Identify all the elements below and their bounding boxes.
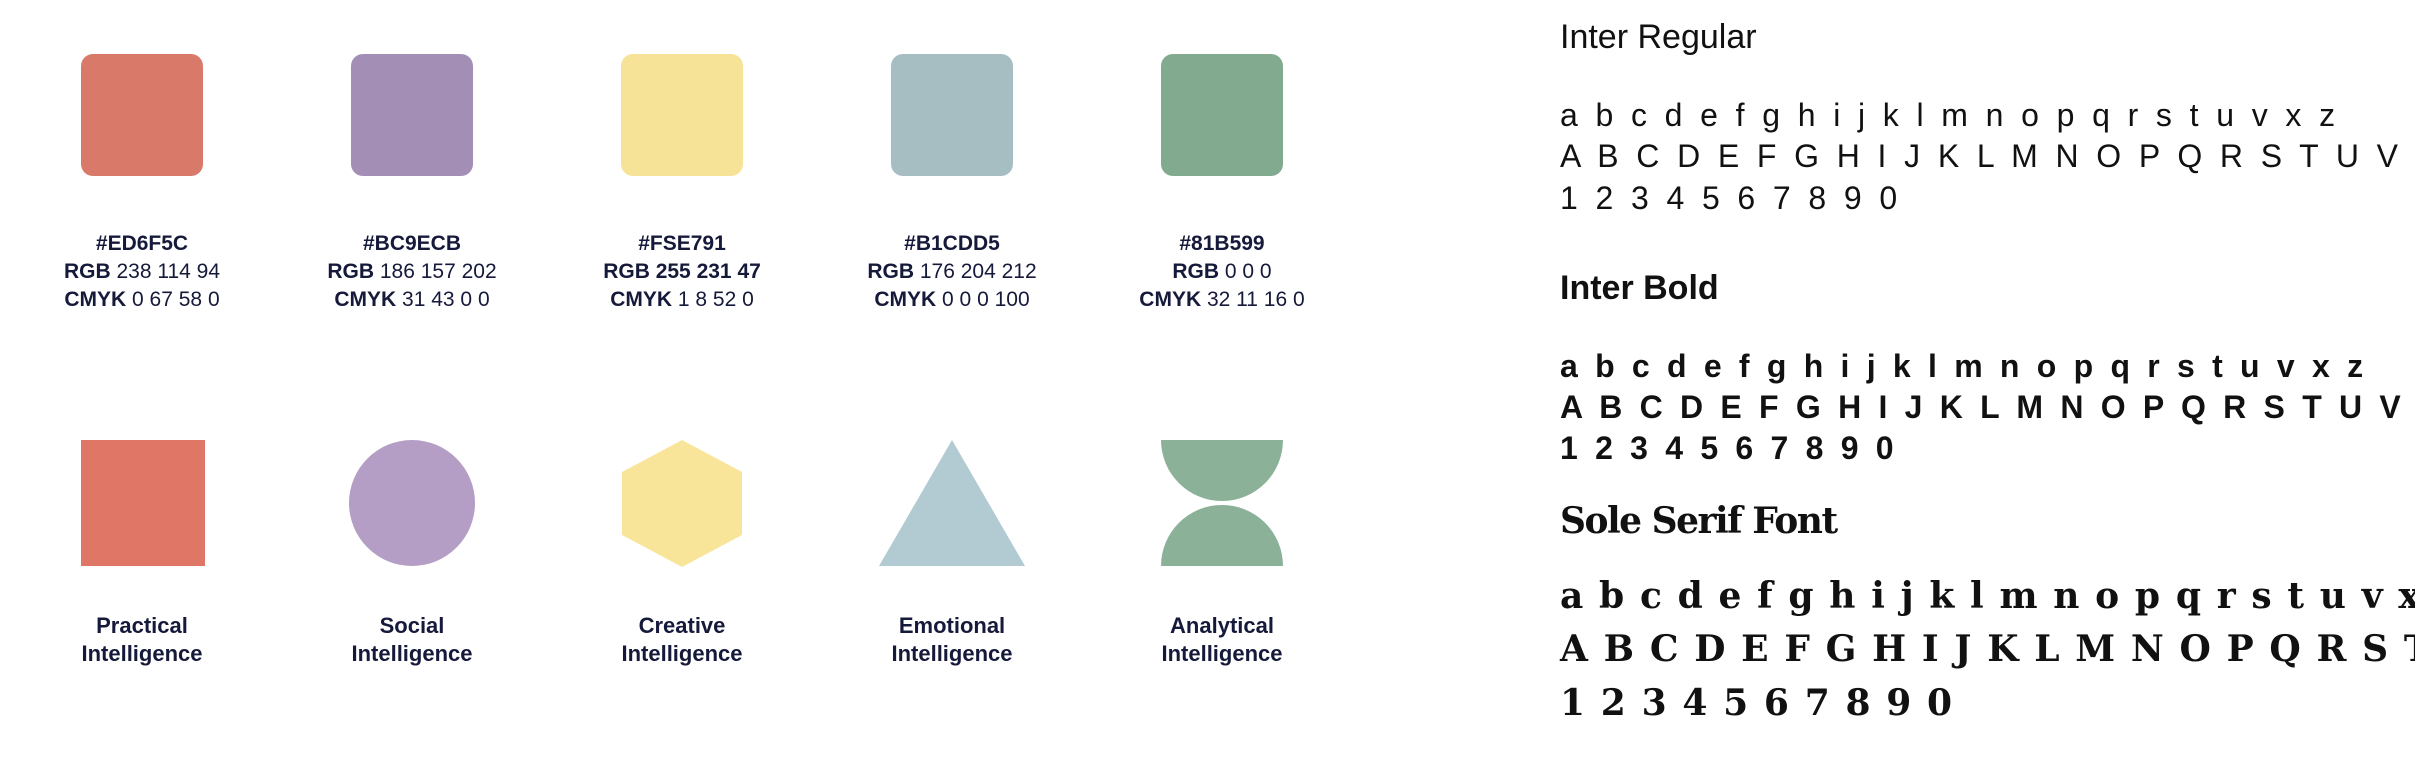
hex-code: #ED6F5C [95,232,189,255]
inter-bold-lowercase: a b c d e f g h i j k l m n o p q r s t … [1560,348,2368,384]
rgb-values: 186 157 202 [379,260,497,283]
cmyk-line: CMYK 0 0 0 100 [822,286,1082,314]
rgb-values: 0 0 0 [1224,260,1272,283]
cmyk-line: CMYK 0 67 58 0 [12,286,272,314]
intelligence-label-line1: Practical [96,613,188,638]
rgb-line: RGB 186 157 202 [282,258,542,286]
rgb-label: RGB [867,260,915,283]
inter-bold-digits: 1 2 3 4 5 6 7 8 9 0 [1560,430,1898,466]
intelligence-label-line2: Intelligence [1161,641,1283,666]
inter-regular-uppercase: A B C D E F G H I J K L M N O P Q R S T … [1560,138,2415,174]
rgb-values: 255 231 47 [655,260,761,283]
inter-bold-uppercase: A B C D E F G H I J K L M N O P Q R S T … [1560,389,2415,425]
rgb-line: RGB 238 114 94 [12,258,272,286]
color-swatch [81,54,203,176]
cmyk-label: CMYK [1139,288,1202,311]
square-path [81,440,205,566]
rgb-label: RGB [63,260,111,283]
color-swatch [891,54,1013,176]
cmyk-label: CMYK [334,288,397,311]
cmyk-values: 0 67 58 0 [132,288,220,311]
lower-semicircle [1161,505,1283,566]
inter-bold-title: Inter Bold [1560,269,1719,307]
color-swatch [621,54,743,176]
sole-serif-title: Sole Serif Font [1560,500,1838,542]
sole-serif-digits: 1 2 3 4 5 6 7 8 9 0 [1560,682,1954,724]
hex-code: #FSE791 [638,232,726,255]
intelligence-label-line1: Emotional [898,613,1006,638]
triangle-shape [879,440,1025,566]
sole-serif-lowercase: a b c d e f g h i j k l m n o p q r s t … [1560,575,2415,617]
color-swatch [351,54,473,176]
rgb-line: RGB 0 0 0 [1092,258,1352,286]
rgb-label: RGB [1172,260,1220,283]
intelligence-label-line2: Intelligence [351,641,473,666]
cmyk-values: 1 8 52 0 [677,288,754,311]
rgb-line: RGB 255 231 47 [552,258,812,286]
intelligence-label-line2: Intelligence [891,641,1013,666]
cmyk-line: CMYK 32 11 16 0 [1092,286,1352,314]
circle-path [349,440,475,566]
cmyk-values: 0 0 0 100 [942,288,1030,311]
rgb-values: 238 114 94 [116,260,221,283]
hexagon-path [622,440,742,567]
hex-code: #B1CDD5 [904,232,1000,255]
square-shape [81,440,205,566]
triangle-path [879,440,1025,566]
upper-semicircle [1161,440,1283,501]
rgb-label: RGB [327,260,375,283]
intelligence-label-line1: Analytical [1170,613,1274,638]
rgb-label: RGB [603,260,650,283]
intelligence-label-line2: Intelligence [81,641,203,666]
circle-shape [349,440,475,566]
inter-regular-title: Inter Regular [1560,18,1757,56]
hexagon-shape [622,440,742,567]
intelligence-label-line1: Creative [638,613,726,638]
cmyk-label: CMYK [874,288,937,311]
cmyk-label: CMYK [610,288,673,311]
two-semicircles-shape [1161,440,1283,566]
hex-code: #81B599 [1179,232,1265,255]
sole-serif-uppercase: A B C D E F G H I J K L M N O P Q R S T … [1560,628,2415,670]
rgb-line: RGB 176 204 212 [822,258,1082,286]
inter-regular-lowercase: a b c d e f g h i j k l m n o p q r s t … [1560,97,2340,133]
inter-regular-digits: 1 2 3 4 5 6 7 8 9 0 [1560,180,1902,216]
intelligence-label-line2: Intelligence [621,641,743,666]
cmyk-line: CMYK 31 43 0 0 [282,286,542,314]
cmyk-values: 31 43 0 0 [402,288,490,311]
intelligence-label-line1: Social [379,613,445,638]
hex-code: #BC9ECB [362,232,462,255]
cmyk-line: CMYK 1 8 52 0 [552,286,812,314]
color-swatch [1161,54,1283,176]
cmyk-values: 32 11 16 0 [1206,288,1305,311]
rgb-values: 176 204 212 [919,260,1037,283]
cmyk-label: CMYK [64,288,127,311]
